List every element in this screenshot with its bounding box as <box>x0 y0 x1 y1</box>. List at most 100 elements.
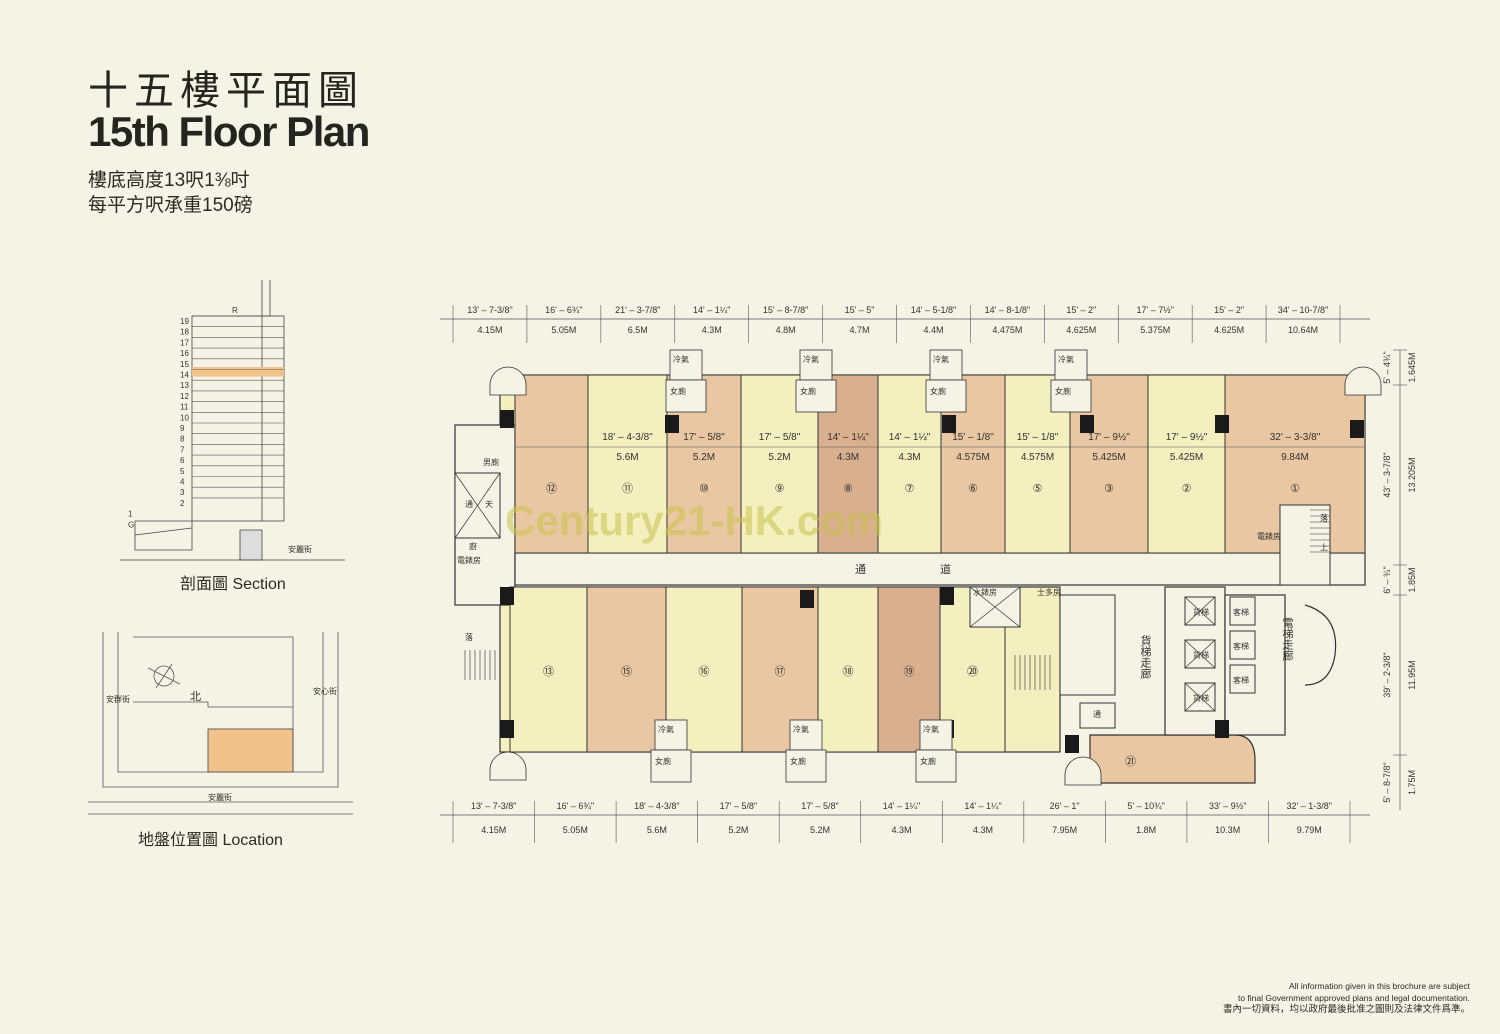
bottom-dim-ft-6: 14' – 1¼" <box>964 801 1001 811</box>
column-14 <box>1215 720 1229 738</box>
south-unit-no-0: ⑬ <box>543 665 554 678</box>
top-dim-m-2: 6.5M <box>628 325 648 335</box>
disclaimer-line-2: to final Government approved plans and l… <box>1237 993 1470 1003</box>
column-6 <box>1215 415 1229 433</box>
top-dim-m-4: 4.8M <box>776 325 796 335</box>
north-unit-no-0: ⑫ <box>546 482 557 495</box>
cargo-lift-1: 貨梯 <box>1193 607 1209 617</box>
floor-label-19: 19 <box>180 317 189 326</box>
south-unit-no-3: ⑰ <box>775 665 786 678</box>
top-pod-wc-3 <box>1050 379 1092 413</box>
bottom-dim-ft-2: 18' – 4-3/8" <box>634 801 679 811</box>
bottom-dim-m-5: 4.3M <box>891 825 911 835</box>
floor-label-3: 3 <box>180 488 185 497</box>
page-title-chinese: 十五樓平面圖 <box>88 69 364 113</box>
north-unit-no-3: ⑨ <box>775 483 785 495</box>
north-unit-0 <box>514 374 589 554</box>
north-unit-no-9: ② <box>1182 483 1192 495</box>
north-unit-no-6: ⑥ <box>968 483 978 495</box>
top-pod-ac-0 <box>669 349 703 381</box>
top-pod-wc-1 <box>795 379 837 413</box>
location-caption: 地盤位置圖 Location <box>138 832 283 849</box>
north-unit-no-8: ③ <box>1104 483 1114 495</box>
floor-label-10: 10 <box>180 413 189 422</box>
column-3 <box>800 590 814 608</box>
south-unit-no-6: ⑳ <box>967 665 978 678</box>
map-street-right: 安心街 <box>313 686 337 696</box>
column-4 <box>942 415 956 433</box>
corridor-label-2: 道 <box>940 562 951 576</box>
floor-label-13: 13 <box>180 381 189 390</box>
top-pod-ac-label-3: 冷氣 <box>1058 354 1074 364</box>
floor-label-18: 18 <box>180 328 189 337</box>
bottom-dim-ft-3: 17' – 5/8" <box>720 801 757 811</box>
top-dim-m-0: 4.15M <box>477 325 502 335</box>
map-street-bottom: 安麗街 <box>208 792 232 802</box>
north-unit-ft-7: 15' – 1/8" <box>1017 432 1059 443</box>
north-unit-ft-1: 18' – 4-3/8" <box>602 432 653 443</box>
bottom-dim-ft-4: 17' – 5/8" <box>801 801 838 811</box>
floor-label-9: 9 <box>180 424 185 433</box>
floor-label-G: G <box>128 520 134 529</box>
floor-label-16: 16 <box>180 349 189 358</box>
north-unit-m-8: 5.425M <box>1092 452 1125 463</box>
bottom-dim-m-3: 5.2M <box>728 825 748 835</box>
hoist-room-label: 士多房 <box>1037 587 1061 597</box>
cargo-lift-2: 貨梯 <box>1193 650 1209 660</box>
north-unit-no-2: ⑩ <box>699 483 709 495</box>
north-unit-ft-4: 14' – 1¼" <box>827 431 869 443</box>
top-pod-ac-label-2: 冷氣 <box>933 354 949 364</box>
north-unit-no-5: ⑦ <box>905 483 915 495</box>
top-pod-wc-label-2: 女廁 <box>930 386 946 396</box>
stair-down-west-label: 落 <box>465 632 473 642</box>
corner-pod-0 <box>489 366 527 396</box>
north-unit-ft-6: 15' – 1/8" <box>952 432 994 443</box>
bottom-dim-ft-8: 5' – 10¾" <box>1127 801 1164 811</box>
roof-label: R <box>232 306 238 315</box>
bottom-dim-m-6: 4.3M <box>973 825 993 835</box>
lightwell-south-label: 通 <box>1093 709 1101 719</box>
column-13 <box>1065 735 1079 753</box>
top-dim-m-8: 4.625M <box>1066 325 1096 335</box>
south-unit-no-1: ⑮ <box>621 665 632 678</box>
top-pod-ac-label-1: 冷氣 <box>803 354 819 364</box>
corridor <box>514 552 1366 586</box>
disclaimer-line-3: 書內一切資料，均以政府最後批准之圖則及法律文件爲準。 <box>1222 1004 1470 1015</box>
column-12 <box>940 587 954 605</box>
water-meter-label: 水錶房 <box>973 587 997 597</box>
north-unit-m-9: 5.425M <box>1170 452 1203 463</box>
lightwell-label-2: 天 <box>485 500 493 509</box>
column-1 <box>500 587 514 605</box>
north-unit-m-6: 4.575M <box>956 452 989 463</box>
top-dim-ft-0: 13' – 7-3/8" <box>467 305 512 315</box>
floor-label-2: 2 <box>180 499 185 508</box>
disclaimer: All information given in this brochure a… <box>1170 980 1470 1016</box>
top-dim-ft-8: 15' – 2" <box>1066 305 1096 315</box>
north-unit-m-5: 4.3M <box>898 452 920 463</box>
north-unit-no-1: ⑪ <box>622 482 633 495</box>
north-unit-m-2: 5.2M <box>693 452 715 463</box>
bottom-dim-m-2: 5.6M <box>647 825 667 835</box>
unit-21-number: ㉑ <box>1125 755 1136 768</box>
bottom-dim-ft-9: 33' – 9½" <box>1209 801 1246 811</box>
top-dim-m-1: 5.05M <box>551 325 576 335</box>
top-pod-ac-2 <box>929 349 963 381</box>
north-unit-no-10: ① <box>1290 483 1300 495</box>
column-0 <box>500 410 514 428</box>
top-dim-ft-9: 17' – 7½" <box>1136 305 1173 315</box>
floor-label-8: 8 <box>180 435 185 444</box>
corridor-label-1: 通 <box>855 563 866 576</box>
north-unit-ft-2: 17' – 5/8" <box>683 432 725 443</box>
top-pod-wc-0 <box>665 379 707 413</box>
mens-wc-label: 男廁 <box>483 457 499 467</box>
north-unit-1 <box>587 374 668 554</box>
right-dim-ft-4: 5' – 8-7/8" <box>1382 762 1392 802</box>
column-2 <box>665 415 679 433</box>
bottom-pod-ac-label-1: 冷氣 <box>793 724 809 734</box>
north-unit-ft-10: 32' – 3-3/8" <box>1270 432 1321 443</box>
top-dim-ft-11: 34' – 10-7/8" <box>1278 305 1328 315</box>
cargo-lift-3: 貨梯 <box>1193 693 1209 703</box>
top-pod-wc-label-0: 女廁 <box>670 386 686 396</box>
lift-corridor-label: 電梯走廊 <box>1281 617 1294 662</box>
